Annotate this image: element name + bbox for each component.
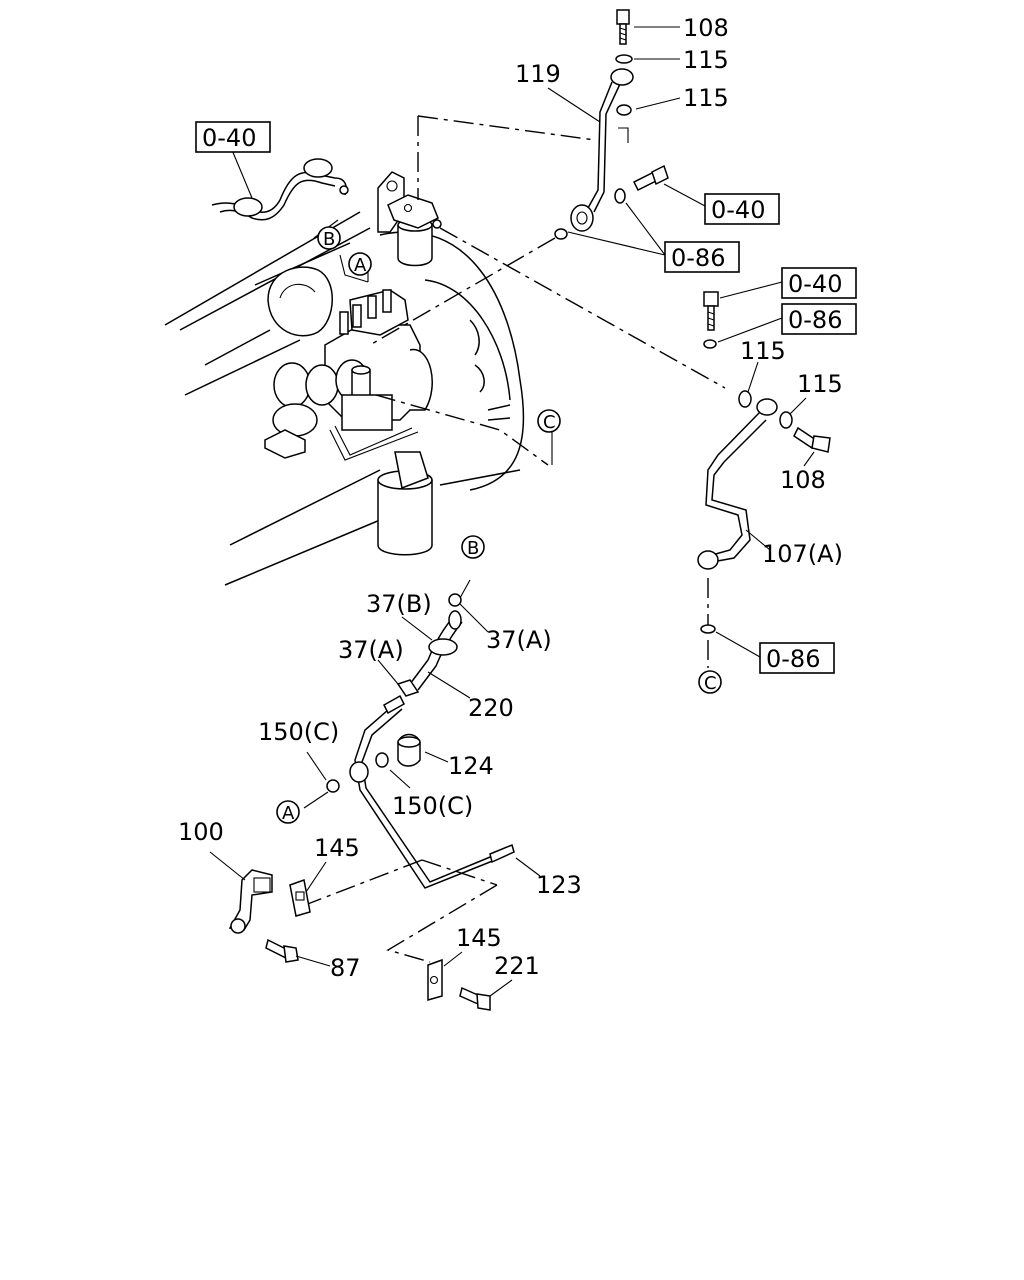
clip-37a-left[interactable] [396,679,420,697]
gasket-150c-left[interactable] [326,779,340,793]
label-107a[interactable]: 107(A) [762,540,843,568]
part-number-labels: 108 115 119 115 0-40 0-40 0-86 0-40 0-86… [178,14,857,982]
marker-c-engine[interactable]: C [543,412,556,433]
label-123[interactable]: 123 [536,871,582,899]
label-115-right-a[interactable]: 115 [740,337,786,365]
eye-bolt-108-top[interactable] [616,9,630,45]
washer-0-86-right[interactable] [703,339,717,349]
label-37a-right[interactable]: 37(A) [486,626,552,654]
ref-0-40-right[interactable]: 0-40 [788,270,842,298]
fuel-pipe-119[interactable] [570,68,634,232]
clip-37a-top[interactable] [448,593,462,607]
cap-nut-124[interactable] [397,733,421,767]
label-145-top[interactable]: 145 [314,834,360,862]
label-145-bottom[interactable]: 145 [456,924,502,952]
marker-a-pipe[interactable]: A [282,803,295,824]
ref-0-86-mid[interactable]: 0-86 [671,244,725,272]
marker-c-pipe[interactable]: C [704,673,717,694]
gasket-115-mid[interactable] [616,104,632,116]
ref-0-40-left[interactable]: 0-40 [202,124,256,152]
label-119[interactable]: 119 [515,60,561,88]
label-37b[interactable]: 37(B) [366,590,432,618]
engine-illustration [164,158,525,586]
label-220[interactable]: 220 [468,694,514,722]
label-221[interactable]: 221 [494,952,540,980]
bolt-221[interactable] [459,986,491,1011]
label-115-mid[interactable]: 115 [683,84,729,112]
label-115-right-b[interactable]: 115 [797,370,843,398]
label-150c-top[interactable]: 150(C) [258,718,339,746]
ref-0-86-bottom[interactable]: 0-86 [766,645,820,673]
marker-b-engine[interactable]: B [323,229,335,250]
eye-bolt-108-right[interactable] [793,426,831,453]
marker-b-hose[interactable]: B [467,538,479,559]
marker-a-engine[interactable]: A [354,255,367,276]
gasket-150c-right[interactable] [375,752,389,768]
fuel-pipe-123[interactable] [349,694,515,889]
clamp-145-top[interactable] [289,878,311,917]
fuel-pipe-107a[interactable] [697,398,778,570]
label-37a-left[interactable]: 37(A) [338,636,404,664]
label-115-top[interactable]: 115 [683,46,729,74]
assembly-leader-lines [304,115,726,963]
label-150c-bottom[interactable]: 150(C) [392,792,473,820]
washer-0-86-bottom[interactable] [700,624,716,634]
hose-220[interactable] [409,610,463,691]
bolt-87[interactable] [265,938,299,963]
label-100[interactable]: 100 [178,818,224,846]
ref-0-40-mid[interactable]: 0-40 [711,196,765,224]
label-124[interactable]: 124 [448,752,494,780]
label-108-right[interactable]: 108 [780,466,826,494]
clamp-145-bottom[interactable] [427,958,443,1001]
label-108-top[interactable]: 108 [683,14,729,42]
washer-0-86-left[interactable] [554,228,568,240]
eye-bolt-0-40-right[interactable] [703,291,719,331]
gasket-115-right-a[interactable] [738,390,752,408]
label-87[interactable]: 87 [330,954,361,982]
bracket-100[interactable] [228,869,273,934]
gasket-115-right-b[interactable] [779,411,793,429]
bolt-0-40-mid[interactable] [614,164,669,204]
connection-markers: A A B B C C [276,226,722,824]
gasket-115-top[interactable] [615,54,633,64]
callout-leaders [209,26,815,997]
ref-0-86-right[interactable]: 0-86 [788,306,842,334]
